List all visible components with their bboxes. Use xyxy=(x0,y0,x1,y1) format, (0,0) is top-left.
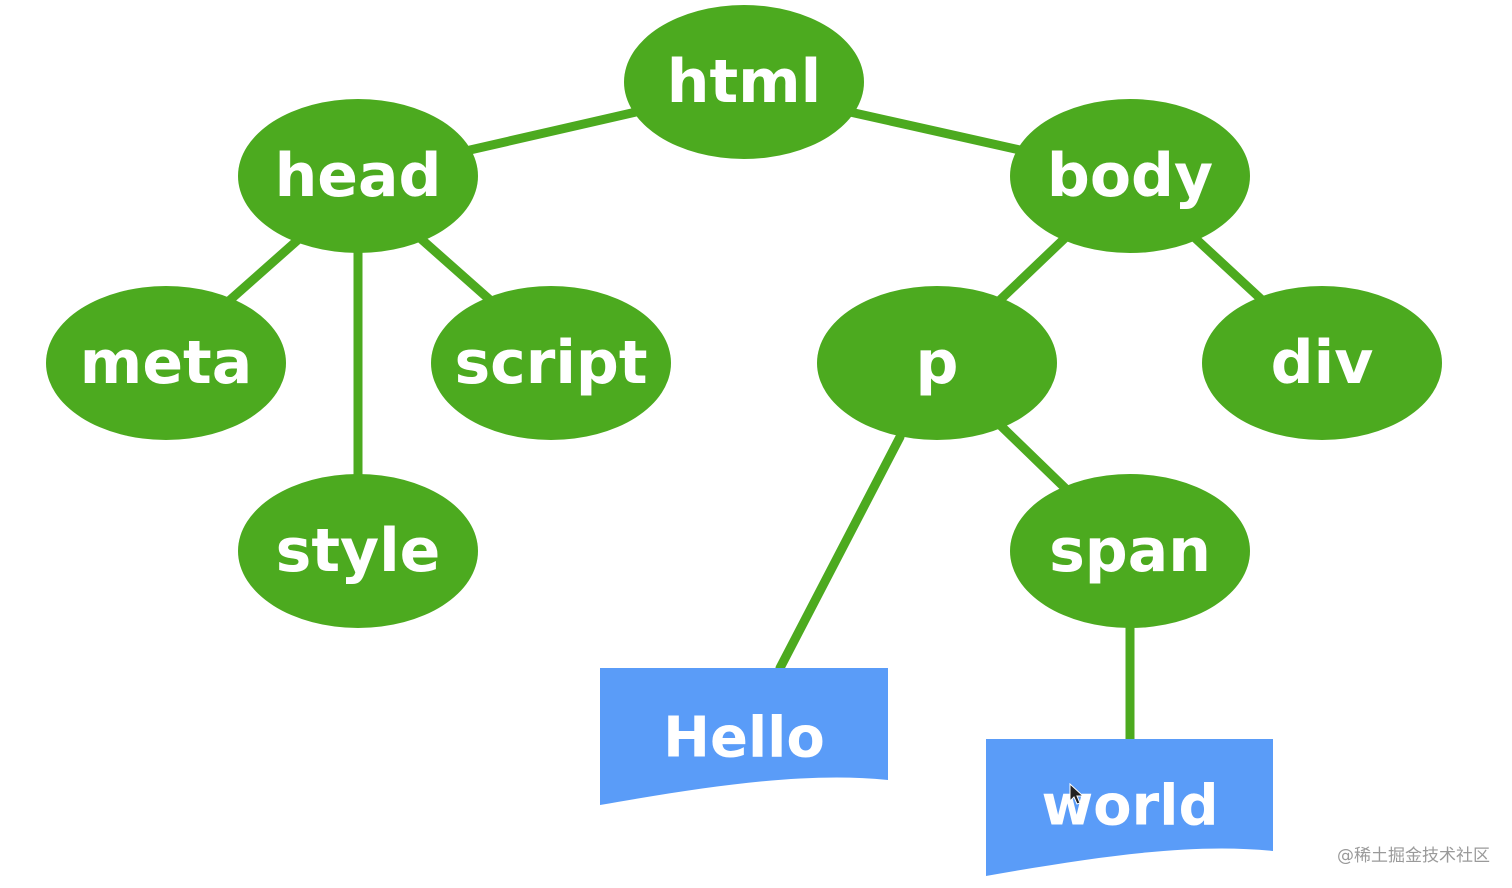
node-body-shape xyxy=(1010,99,1250,253)
text-node-world: world xyxy=(986,739,1273,876)
node-html-label: html xyxy=(667,47,821,117)
node-p: p xyxy=(817,286,1057,440)
node-head: head xyxy=(238,99,478,253)
node-html-shape xyxy=(624,5,864,159)
edge-p-hello xyxy=(775,432,905,673)
node-style: style xyxy=(238,474,478,628)
node-script: script xyxy=(431,286,671,440)
node-div: div xyxy=(1202,286,1442,440)
node-span: span xyxy=(1010,474,1250,628)
node-html: html xyxy=(624,5,864,159)
node-span-label: span xyxy=(1049,516,1211,586)
node-head-label: head xyxy=(275,141,442,211)
node-style-shape xyxy=(238,474,478,628)
node-p-shape xyxy=(817,286,1057,440)
text-node-world-label: world xyxy=(1041,774,1218,839)
mouse-cursor-icon xyxy=(1069,782,1085,805)
edge-body-div xyxy=(1190,233,1267,305)
node-p-label: p xyxy=(916,328,959,398)
text-node-hello-shape xyxy=(600,668,888,805)
node-meta-shape xyxy=(46,286,286,440)
node-meta-label: meta xyxy=(80,328,252,398)
edge-head-script xyxy=(415,233,495,305)
node-meta: meta xyxy=(46,286,286,440)
edge-html-body xyxy=(845,107,1025,155)
edge-p-span xyxy=(995,420,1070,493)
node-body-label: body xyxy=(1047,141,1213,211)
edge-head-meta xyxy=(225,233,305,305)
node-div-label: div xyxy=(1271,328,1374,398)
node-script-shape xyxy=(431,286,671,440)
edge-body-p xyxy=(995,233,1070,305)
node-script-label: script xyxy=(454,328,647,398)
text-node-hello-label: Hello xyxy=(663,706,825,771)
node-span-shape xyxy=(1010,474,1250,628)
node-style-label: style xyxy=(276,516,441,586)
tree-edges xyxy=(225,107,1267,744)
node-head-shape xyxy=(238,99,478,253)
node-div-shape xyxy=(1202,286,1442,440)
node-body: body xyxy=(1010,99,1250,253)
text-node-hello: Hello xyxy=(600,668,888,805)
edge-html-head xyxy=(465,107,641,155)
watermark: @稀土掘金技术社区 xyxy=(1337,846,1490,866)
text-node-world-shape xyxy=(986,739,1273,876)
